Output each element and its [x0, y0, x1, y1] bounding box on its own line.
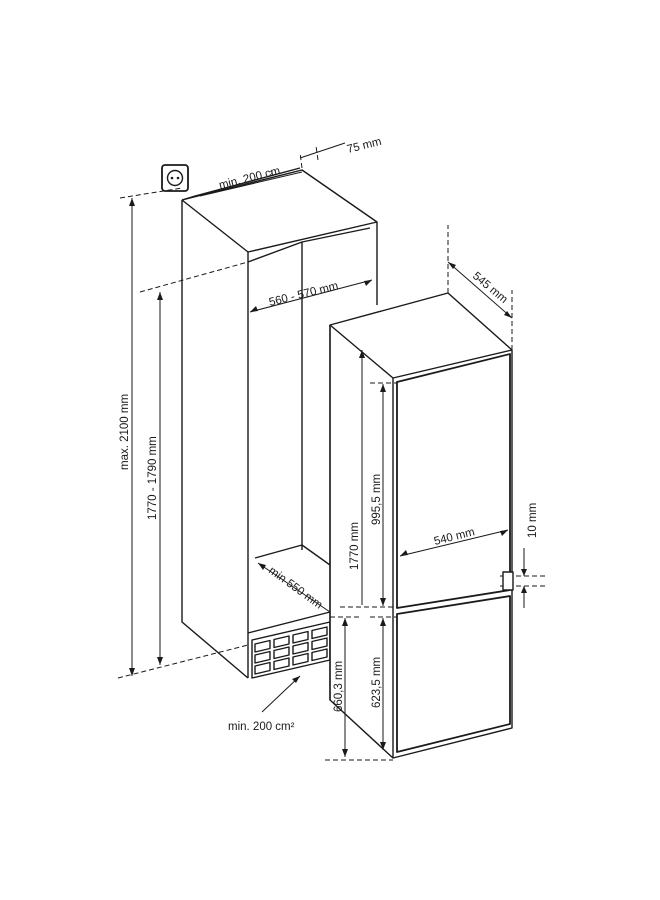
niche-cabinet [181, 167, 378, 679]
label-upper-door: 995,5 mm [371, 474, 383, 525]
label-ventilation-top: min. 200 cm [218, 165, 282, 192]
label-niche-width: 560 - 570 mm [268, 280, 340, 309]
grille-slot [311, 626, 328, 640]
label-appliance-depth: 545 mm [470, 270, 510, 306]
ventilation-grille-icon [251, 621, 331, 679]
grille-slot [273, 635, 290, 649]
label-lower-door: 623,5 mm [371, 657, 383, 708]
grille-slot [311, 648, 328, 662]
label-ventilation-top-sup: 2 [269, 170, 275, 178]
label-ventilation-bottom: min. 200 cm² [228, 721, 295, 733]
dimension-lines [117, 142, 545, 761]
label-depth-gap: 75 mm [346, 136, 383, 156]
label-lower-section: 660,3 mm [333, 661, 345, 712]
grille-slot [292, 630, 309, 644]
grille-slot [254, 639, 271, 653]
label-door-gap: 10 mm [527, 503, 539, 538]
grille-slot [292, 652, 309, 666]
power-socket-icon [161, 164, 189, 192]
label-niche-depth: min 550 mm [266, 565, 324, 612]
grille-slot [273, 657, 290, 671]
label-niche-height-max: max. 2100 mm [119, 394, 131, 470]
label-niche-height: 1770 - 1790 mm [147, 436, 159, 520]
label-appliance-height: 1770 mm [349, 522, 361, 570]
grille-slot [254, 650, 271, 664]
grille-slot [311, 637, 328, 651]
appliance-body [329, 292, 513, 759]
grille-slot [254, 661, 271, 675]
grille-slot [292, 641, 309, 655]
grille-slot [273, 646, 290, 660]
